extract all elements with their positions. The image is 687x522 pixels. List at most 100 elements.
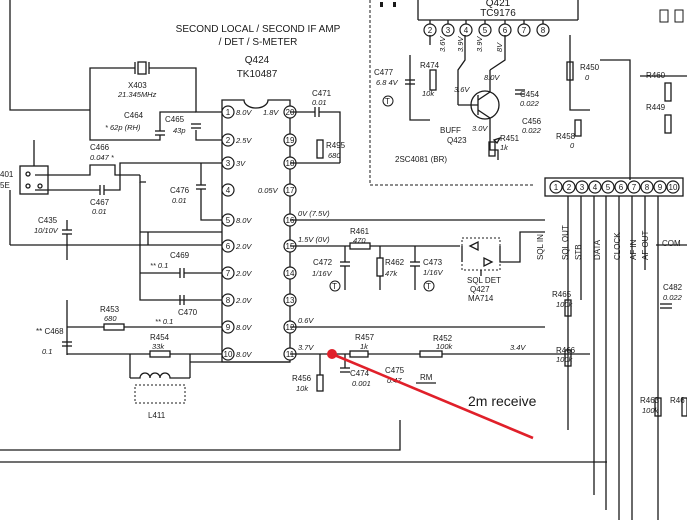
r452-label: R452: [433, 334, 453, 343]
r462-value: 47k: [385, 269, 398, 278]
r466-value: 100k: [556, 355, 574, 364]
pin-number: 19: [286, 136, 295, 145]
transistor-ref: Q423: [447, 136, 467, 145]
ic-pin-right-19: 19: [283, 133, 297, 147]
r465-label: R465: [552, 290, 572, 299]
c469-label: C469: [170, 251, 190, 260]
crystal-ref: X403: [128, 81, 147, 90]
r450-label: R450: [580, 63, 600, 72]
c472-value: 1/16V: [312, 269, 333, 278]
connector-block: [544, 177, 684, 197]
ic-pin-right-17: 170.05V: [258, 183, 297, 197]
pin-voltage: 1.8V: [263, 108, 279, 117]
pin-voltage: 3.7V: [298, 343, 314, 352]
r449-label: R449: [646, 103, 666, 112]
c471-label: C471: [312, 89, 332, 98]
c454-label: C454: [520, 90, 540, 99]
c467-value: 0.01: [92, 207, 107, 216]
connector-pin-7: 7: [627, 180, 641, 194]
pin-number: 10: [669, 183, 678, 192]
connector-pin-10: 10: [666, 180, 680, 194]
ic-top-pin-7: 7: [517, 20, 531, 37]
left-label-a: 401: [0, 170, 14, 179]
ic-top-pin-5: 53.9V: [475, 20, 492, 52]
c477-label: C477: [374, 68, 394, 77]
ic-top-pin-3: 33.6V: [438, 20, 455, 52]
crystal-freq: 21.345MHz: [117, 90, 157, 99]
q423-volt-2: 3.6V: [454, 85, 470, 94]
annotation-arrow: [331, 352, 534, 440]
connector-pin-8: 8: [640, 180, 654, 194]
ic-top-pin-8: 8: [536, 20, 550, 37]
pin-voltage: 8.0V: [236, 108, 252, 117]
ic-top-pin-6: 6 8V: [495, 20, 512, 52]
pin-number: 1: [554, 183, 559, 192]
r453-label: R453: [100, 305, 120, 314]
pin-number: 2: [226, 136, 231, 145]
r463-label: R463: [640, 396, 660, 405]
ic-top-ref: Q421: [486, 0, 511, 9]
c471-value: 0.01: [312, 98, 327, 107]
connector-pin-1: 1: [549, 180, 563, 194]
c466-value: 0.047 *: [90, 153, 115, 162]
pin-number: 9: [226, 323, 231, 332]
c474-label: C474: [350, 369, 370, 378]
r461-label: R461: [350, 227, 370, 236]
pin-number: 7: [226, 269, 231, 278]
pin-number: 5: [606, 183, 611, 192]
r463-value: 100k: [642, 406, 660, 415]
c482-value: 0.022: [663, 293, 683, 302]
ic-q424-body: [221, 99, 291, 363]
pin-voltage: 0V (7.5V): [298, 209, 330, 218]
pin-voltage: 8.0V: [236, 216, 252, 225]
pin-voltage: 8V: [495, 42, 504, 52]
left-wiring: X403 21.345MHz C464 * 62p (RH) C465 43p …: [0, 0, 607, 463]
ic-pin-right-13: 13: [283, 293, 297, 307]
pin-voltage: 0.05V: [258, 186, 279, 195]
detector-line-1: SQL DET: [467, 276, 501, 285]
ic-pin-right-14: 14: [283, 266, 297, 280]
pin-voltage: 2.0V: [235, 269, 252, 278]
marker-t2: T: [332, 282, 337, 291]
connector-pin-5: 5: [601, 180, 615, 194]
r461-value: 470: [353, 236, 366, 245]
com-label: COM: [662, 239, 681, 248]
signal-label: SQL IN: [536, 234, 545, 260]
r474-value: 10k: [422, 89, 435, 98]
r46x-label: R46: [670, 396, 685, 405]
pin-number: 6: [619, 183, 624, 192]
connector-pin-2: 2: [562, 180, 576, 194]
c456-label: C456: [522, 117, 542, 126]
pin-number: 8: [645, 183, 650, 192]
ic-pin-right-15: 151.5V (0V): [283, 235, 330, 253]
signal-label: SQL OUT: [561, 225, 570, 260]
r458-label: R458: [556, 132, 576, 141]
ic-main-ref: Q424: [245, 55, 270, 66]
pin-number: 8: [226, 296, 231, 305]
marker-t3: T: [426, 282, 431, 291]
pin-number: 3: [446, 26, 451, 35]
pin-number: 3: [580, 183, 585, 192]
ic-q421-body: Q421 TC9176: [417, 0, 579, 21]
r462-label: R462: [385, 258, 405, 267]
c465-label: C465: [165, 115, 185, 124]
pin-number: 6: [503, 26, 508, 35]
pin-number: 7: [522, 26, 527, 35]
transistor-q423: BUFF Q423 2SC4081 (BR) 8.0V 3.6V 3.0V: [395, 35, 506, 164]
c473-label: C473: [423, 258, 443, 267]
c469-value: ** 0.1: [150, 261, 168, 270]
c482-label: C482: [663, 283, 683, 292]
pin-number: 4: [464, 26, 469, 35]
c468-label: ** C468: [36, 327, 64, 336]
c465-value: 43p: [173, 126, 186, 135]
c476-value: 0.01: [172, 196, 187, 205]
